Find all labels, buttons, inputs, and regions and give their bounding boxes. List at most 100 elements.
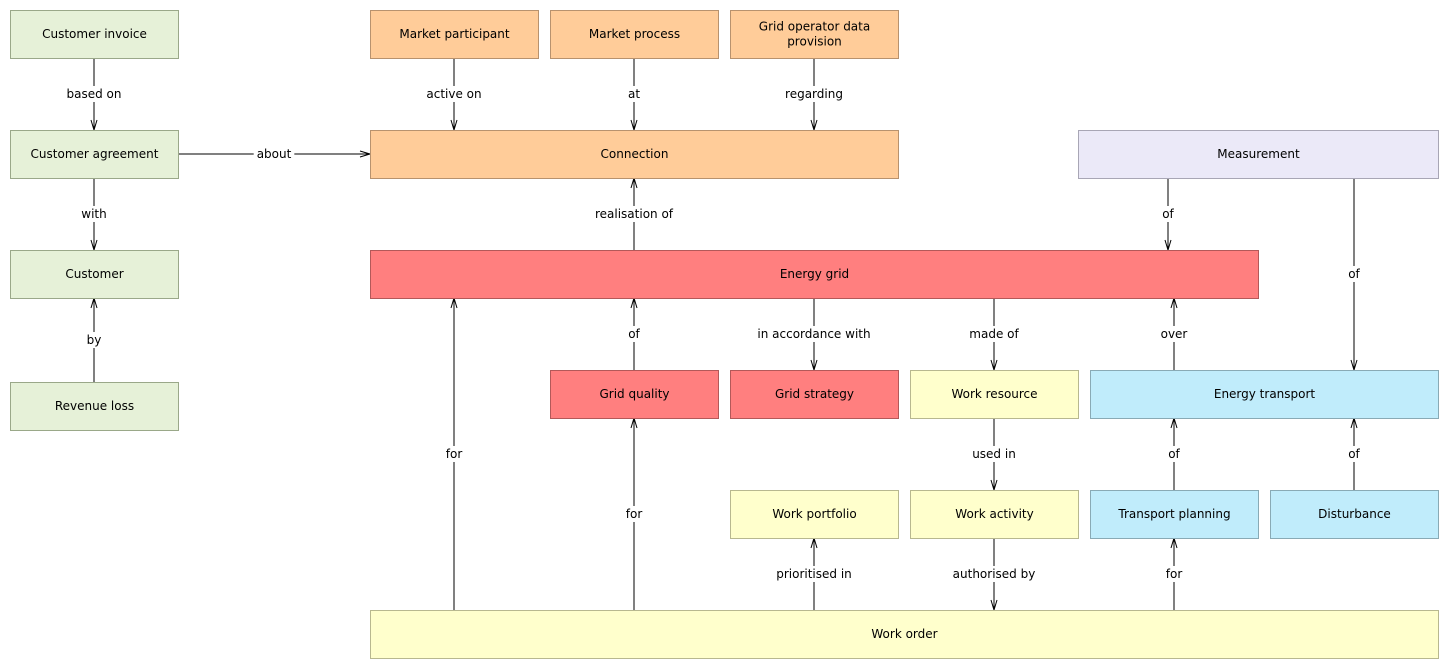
node-measurement-label-line: Measurement [1217,147,1300,161]
node-grid-strategy-label-line: Grid strategy [775,387,854,401]
node-work-activity-box [910,490,1079,539]
edge-label: prioritised in [776,567,852,581]
edge-market-process-at-connection-label-bg [624,86,644,102]
node-revenue-loss-box [10,382,179,431]
edge-disturbance-of-energy-transport-label-bg [1345,446,1363,462]
node-work-portfolio-label: Work portfolio [772,507,856,521]
edge-label: for [446,447,463,461]
edge-label: active on [426,87,481,101]
edge-market-process-at-connection: at [624,58,644,132]
node-connection-label-line: Connection [601,147,669,161]
node-work-portfolio: Work portfolio [730,490,899,539]
node-connection-box [370,130,899,179]
edge-label: authorised by [953,567,1036,581]
node-disturbance-label: Disturbance [1318,507,1391,521]
node-transport-planning: Transport planning [1090,490,1259,539]
edge-work-resource-used-in-work-activity-label-bg [969,446,1019,462]
edge-energy-transport-over-energy-grid-label-bg [1157,326,1191,342]
node-grid-strategy: Grid strategy [730,370,899,419]
node-customer-label-line: Customer [65,267,123,281]
node-market-process-label-line: Market process [589,27,680,41]
edge-energy-grid-made-of-work-resource-label-bg [966,326,1022,342]
node-grid-operator-data-provision-label-line: provision [787,35,842,49]
node-grid-strategy-box [730,370,899,419]
node-customer-invoice-box [10,10,179,59]
node-measurement-box [1078,130,1439,179]
node-customer-box [10,250,179,299]
edge-label: for [1166,567,1183,581]
node-grid-operator-data-provision-box [730,10,899,59]
edge-label: made of [969,327,1019,341]
node-work-resource-box [910,370,1079,419]
node-energy-grid-box [370,250,1259,299]
node-work-order: Work order [370,610,1439,659]
edge-work-order-for-grid-quality: for [622,416,646,610]
node-work-resource-label: Work resource [951,387,1037,401]
edge-market-participant-active-on-connection-label-bg [423,86,485,102]
node-energy-transport-box [1090,370,1439,419]
node-market-participant-label: Market participant [399,27,510,41]
node-grid-strategy-label: Grid strategy [775,387,854,401]
edge-work-activity-authorised-by-work-order-label-bg [949,566,1039,582]
edge-label: based on [67,87,122,101]
edge-work-resource-used-in-work-activity: used in [969,418,1019,492]
edge-label: of [1348,267,1360,281]
node-market-participant-box [370,10,539,59]
node-market-process-label: Market process [589,27,680,41]
node-customer-label: Customer [65,267,123,281]
edge-label: of [1168,447,1180,461]
edge-energy-grid-realisation-of-connection-label-bg [591,206,677,222]
edge-customer-invoice-based-on-customer-agreement: based on [63,58,125,132]
edge-work-order-for-energy-grid: for [442,296,466,610]
node-grid-quality-box [550,370,719,419]
node-energy-transport: Energy transport [1090,370,1439,419]
edge-label: about [257,147,292,161]
node-energy-transport-label: Energy transport [1214,387,1316,401]
node-customer-invoice-label: Customer invoice [42,27,147,41]
edge-label: of [1348,447,1360,461]
node-work-activity: Work activity [910,490,1079,539]
node-measurement-label: Measurement [1217,147,1300,161]
edge-customer-agreement-about-connection: about [178,146,372,162]
node-connection-label: Connection [601,147,669,161]
edge-measurement-of-energy-transport-label-bg [1345,266,1363,282]
node-grid-operator-data-provision-label-line: Grid operator data [759,20,870,34]
node-work-order-label-line: Work order [871,627,937,641]
edge-work-order-for-transport-planning: for [1162,536,1186,610]
node-work-order-box [370,610,1439,659]
edge-energy-grid-in-accordance-with-grid-strategy: in accordance with [754,298,874,372]
node-customer: Customer [10,250,179,299]
edge-revenue-loss-by-customer: by [83,296,105,382]
edge-transport-planning-of-energy-transport: of [1165,416,1183,490]
edge-customer-agreement-with-customer: with [78,178,110,252]
edge-energy-transport-over-energy-grid: over [1157,296,1191,370]
node-revenue-loss-label: Revenue loss [55,399,134,413]
node-customer-invoice: Customer invoice [10,10,179,59]
node-market-process-box [550,10,719,59]
node-work-order-label: Work order [871,627,937,641]
edge-grid-operator-data-provision-regarding-connection: regarding [782,58,846,132]
node-transport-planning-label-line: Transport planning [1117,507,1230,521]
node-work-portfolio-label-line: Work portfolio [772,507,856,521]
node-disturbance-label-line: Disturbance [1318,507,1391,521]
edge-customer-agreement-with-customer-label-bg [78,206,110,222]
node-energy-grid-label-line: Energy grid [780,267,849,281]
node-connection: Connection [370,130,899,179]
edge-measurement-of-energy-grid-label-bg [1159,206,1177,222]
node-grid-quality-label-line: Grid quality [599,387,669,401]
edge-work-order-for-transport-planning-label-bg [1162,566,1186,582]
edge-customer-agreement-about-connection-label-bg [253,146,295,162]
edge-grid-quality-of-energy-grid-label-bg [625,326,643,342]
node-revenue-loss-label-line: Revenue loss [55,399,134,413]
edge-grid-operator-data-provision-regarding-connection-label-bg [782,86,846,102]
node-work-activity-label-line: Work activity [955,507,1033,521]
edge-label: by [87,333,102,347]
edge-energy-grid-made-of-work-resource: made of [966,298,1022,372]
node-work-portfolio-box [730,490,899,539]
edge-label: for [626,507,643,521]
node-market-process: Market process [550,10,719,59]
node-customer-invoice-label-line: Customer invoice [42,27,147,41]
edge-measurement-of-energy-grid: of [1159,178,1177,252]
